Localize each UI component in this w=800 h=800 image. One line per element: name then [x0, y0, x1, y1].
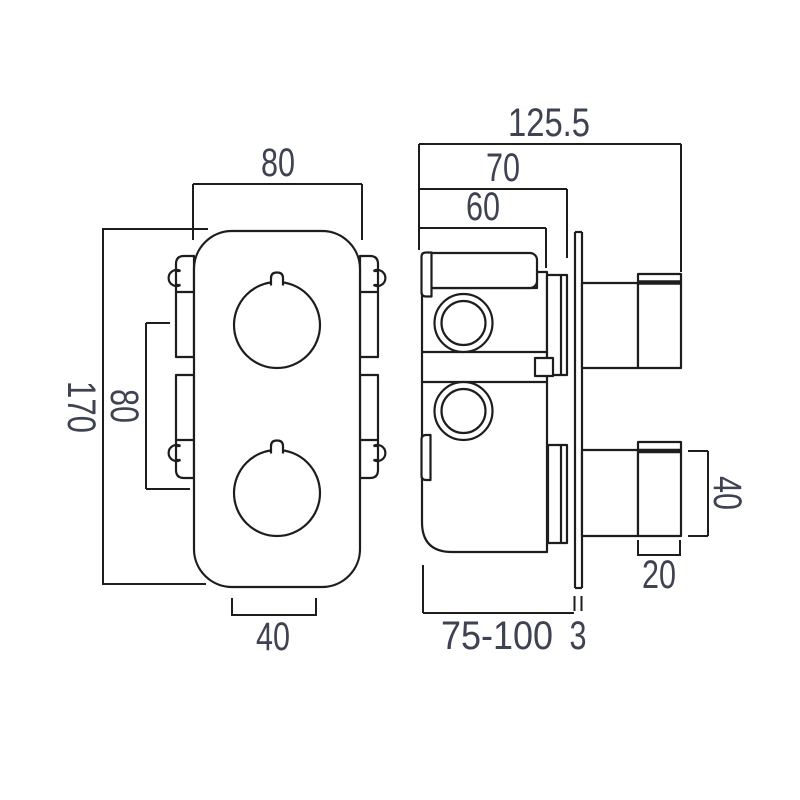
mounting-rail-right: [358, 254, 387, 480]
top-port: [420, 251, 539, 298]
screw-slot-lower-left: [167, 443, 182, 463]
dim-plate-thickness-label: 3: [570, 614, 587, 658]
screw-slot-upper-left: [167, 268, 182, 288]
knob-upper-indicator: [269, 271, 285, 286]
knob-upper: [232, 271, 322, 370]
dim-wall-range-label: 75-100: [441, 614, 553, 658]
handle-bottom-profile: [580, 440, 683, 538]
dim-front-height: 170: [59, 228, 208, 585]
outlet-boss: [533, 356, 555, 378]
collar-upper: [545, 273, 569, 377]
rear-cap: [420, 433, 432, 482]
inlet-union-lower: [433, 380, 494, 442]
dim-collar-depth: 70: [420, 146, 568, 258]
dim-knob-diameter: 40: [231, 598, 317, 659]
dim-knob-diameter-label: 40: [256, 615, 290, 659]
knob-lower: [232, 439, 322, 538]
dim-handle-height-label: 40: [705, 476, 749, 510]
dim-handle-height: 40: [688, 450, 749, 537]
inlet-union-upper: [433, 292, 494, 354]
collar-lower: [546, 443, 569, 545]
dim-front-width-label: 80: [261, 141, 295, 185]
dim-handle-spacing-label: 80: [102, 389, 146, 423]
handle-top-profile: [580, 272, 683, 370]
mounting-rail-left: [167, 254, 196, 480]
knob-lower-indicator: [269, 439, 285, 454]
screw-slot-lower-right: [372, 443, 387, 463]
dim-handle-spacing: 80: [102, 322, 190, 490]
dim-overall-depth: 125.5: [418, 101, 682, 272]
screw-slot-upper-right: [372, 268, 387, 288]
top-port-end-cap: [420, 251, 433, 298]
front-view: 80 170 80 40: [59, 141, 387, 659]
dim-front-width: 80: [192, 141, 363, 240]
dim-front-height-label: 170: [59, 381, 103, 433]
dim-body-depth: 60: [420, 185, 547, 268]
dim-grip-depth: 20: [637, 540, 681, 597]
dim-overall-depth-label: 125.5: [508, 101, 590, 145]
dim-wall-range: 75-100 3: [422, 565, 587, 658]
dim-body-depth-label: 60: [466, 185, 500, 229]
dim-collar-depth-label: 70: [486, 146, 520, 190]
dim-grip-depth-label: 20: [642, 553, 676, 597]
side-view: 125.5 70 60 75-100 3 40: [418, 101, 749, 658]
